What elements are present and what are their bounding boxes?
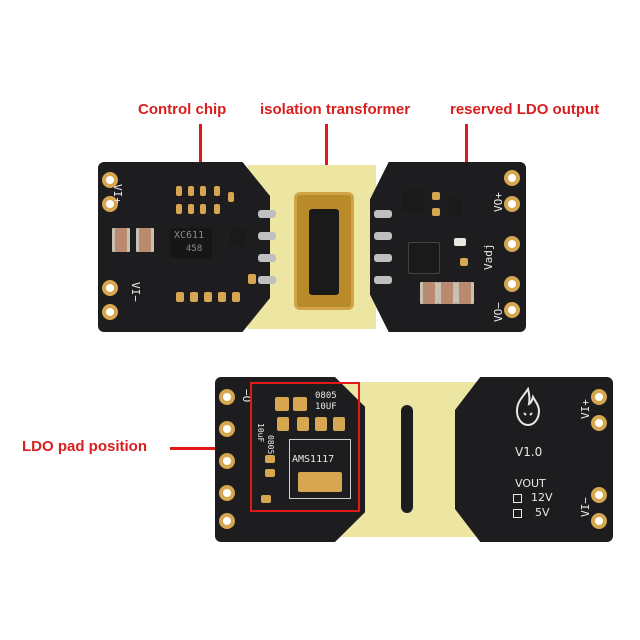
ldo-slot <box>408 242 440 274</box>
cap-value-label: 10UF <box>315 402 337 412</box>
pin-hole <box>504 196 520 212</box>
smd-pad <box>176 292 184 302</box>
pin-hole <box>219 485 235 501</box>
bottom-vi-plus: VI+ <box>579 399 592 419</box>
pin-hole <box>102 280 118 296</box>
smd-pad <box>176 186 182 196</box>
smd-pad <box>248 274 256 284</box>
transformer-pin <box>374 276 392 284</box>
bottom-vi-minus: VI− <box>579 497 592 517</box>
smd-pad <box>188 204 194 214</box>
ldo-pad <box>277 417 289 431</box>
ldo-pad-highlight-box <box>250 382 360 512</box>
smd-pad <box>432 192 440 200</box>
pin-hole <box>504 236 520 252</box>
small-ic <box>448 198 462 216</box>
chip-marking: XC611 <box>174 230 205 241</box>
reserved-ldo-pad <box>454 238 466 246</box>
bottom-right-pcb <box>455 377 613 542</box>
bottom-left-pcb <box>215 377 365 542</box>
capacitor <box>456 282 474 304</box>
vout-label: VOUT <box>515 477 546 490</box>
pin-hole <box>102 304 118 320</box>
pin-hole <box>504 302 520 318</box>
ldo-part-label: AMS1117 <box>292 454 335 465</box>
ldo-pad <box>261 495 271 503</box>
isolation-transformer <box>294 192 354 310</box>
bottom-board: −O 0805 10UF 10uF 0805 AMS1117 V1.0 VOUT… <box>215 377 613 542</box>
top-board: VI+ VI− VO+ VO− Vadj XC611 458 <box>98 162 526 332</box>
small-ic <box>230 228 246 246</box>
opt-5v-label: 5V <box>535 506 550 519</box>
transformer-core <box>309 209 339 295</box>
smd-pad <box>232 292 240 302</box>
top-vadj: Vadj <box>482 243 495 271</box>
smd-pad <box>188 186 194 196</box>
capacitor <box>136 228 154 252</box>
checkbox-square-icon <box>513 494 522 503</box>
pin-hole <box>219 513 235 529</box>
control-chip-label: Control chip <box>138 101 227 118</box>
pin-hole <box>591 415 607 431</box>
ldo-pad <box>275 397 289 411</box>
ldo-tab-pad <box>298 472 342 492</box>
smd-pad <box>200 204 206 214</box>
flame-logo-icon <box>515 387 541 427</box>
transformer-pin <box>374 210 392 218</box>
isolation-slot <box>401 405 413 513</box>
cap-size-label: 0805 <box>315 391 337 401</box>
control-chip: XC611 458 <box>170 228 212 258</box>
transformer-pin <box>258 254 276 262</box>
ldo-pad-label: LDO pad position <box>22 438 147 455</box>
top-vo-minus: VO− <box>492 302 505 322</box>
ldo-pad-pointer <box>170 447 250 450</box>
ldo-pad <box>315 417 327 431</box>
smd-pad <box>214 204 220 214</box>
transformer-pin <box>374 254 392 262</box>
top-vi-plus: VI+ <box>111 184 124 204</box>
checkbox-square-icon <box>513 509 522 518</box>
pin-hole <box>504 170 520 186</box>
ldo-pad <box>265 455 275 463</box>
transformer-pin <box>258 210 276 218</box>
transformer-pin <box>258 276 276 284</box>
pin-hole <box>591 389 607 405</box>
pin-hole <box>102 196 118 212</box>
pin-hole <box>504 276 520 292</box>
pin-hole <box>219 453 235 469</box>
ldo-pad <box>297 417 309 431</box>
ldo-pad <box>265 469 275 477</box>
smd-pad <box>432 208 440 216</box>
reserved-ldo-label: reserved LDO output <box>450 101 600 118</box>
pin-hole <box>219 389 235 405</box>
transformer-pin <box>258 232 276 240</box>
pin-hole <box>219 421 235 437</box>
capacitor <box>112 228 130 252</box>
pin-hole <box>591 487 607 503</box>
smd-pad <box>176 204 182 214</box>
smd-pad <box>460 258 468 266</box>
transformer-pin <box>374 232 392 240</box>
smd-pad <box>204 292 212 302</box>
isolation-transformer-label: isolation transformer <box>260 101 411 118</box>
smd-pad <box>214 186 220 196</box>
ams1117-footprint: AMS1117 <box>289 439 351 499</box>
top-vi-minus: VI− <box>129 282 142 302</box>
capacitor <box>438 282 456 304</box>
top-vo-plus: VO+ <box>492 192 505 212</box>
ldo-pad <box>333 417 345 431</box>
chip-code: 458 <box>186 244 203 254</box>
capacitor <box>420 282 438 304</box>
version-label: V1.0 <box>515 445 543 459</box>
output-ic <box>402 190 424 212</box>
smd-pad <box>228 192 234 202</box>
pin-hole <box>591 513 607 529</box>
smd-pad <box>190 292 198 302</box>
ldo-pad <box>293 397 307 411</box>
smd-pad <box>200 186 206 196</box>
opt-12v-label: 12V <box>531 491 553 504</box>
pin-hole <box>102 172 118 188</box>
smd-pad <box>218 292 226 302</box>
